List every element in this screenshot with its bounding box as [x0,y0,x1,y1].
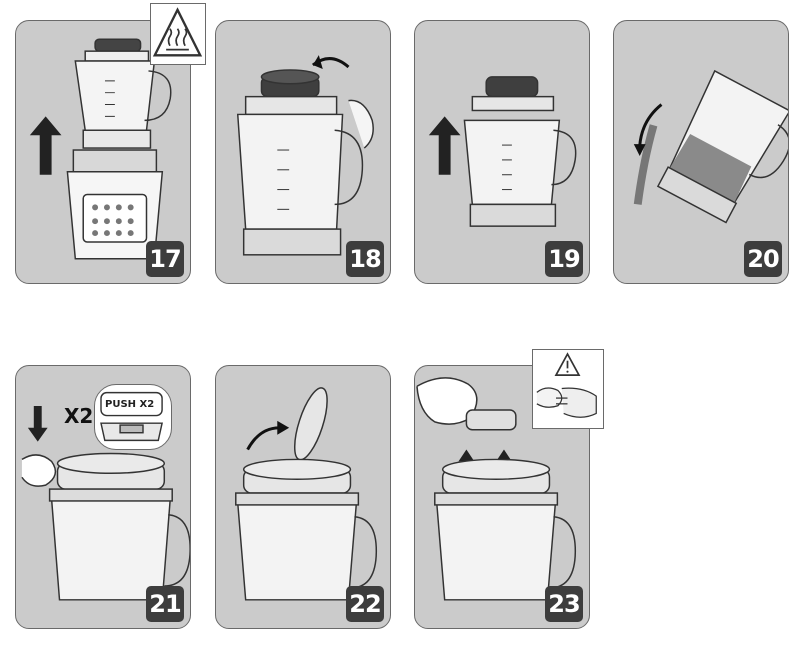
rotate-arrow-icon [246,426,280,451]
push-button-glyph [100,391,163,442]
push-button-label: PUSH X2 [105,399,155,410]
step-18-panel: 18 [215,20,391,284]
press-count-label: X2 [64,404,94,428]
press-button-illustration [21,406,190,601]
step-20-panel: 20 [613,20,789,284]
rotate-arrow-icon [638,103,663,147]
caution-inset [532,349,604,429]
step-number-badge: 18 [346,241,384,277]
step-number-badge: 17 [146,241,184,277]
hot-surface-warning-icon [150,3,206,65]
step-number-badge: 23 [545,586,583,622]
arrow-up-icon [428,116,461,175]
step-number-badge: 20 [744,241,782,277]
open-lid-illustration [235,387,377,601]
step-number-badge: 21 [146,586,184,622]
hot-surface-warning-glyph [152,7,203,57]
remove-blade-illustration [416,377,576,601]
arrow-down-icon [27,406,48,442]
step-19-panel: 19 [414,20,590,284]
caution-triangle-icon [536,352,597,418]
step-21-panel: X2 PUSH X2 21 [15,365,191,629]
pour-jug-illustration [633,69,788,224]
step-22-panel: 22 [215,365,391,629]
jug-lid-illustration [236,55,374,256]
lift-jug-illustration [428,76,577,227]
step-number-badge: 22 [346,586,384,622]
arrow-up-icon [29,116,62,175]
push-button-inset: PUSH X2 [94,384,172,450]
step-number-badge: 19 [545,241,583,277]
blender-on-base-illustration [29,38,172,260]
